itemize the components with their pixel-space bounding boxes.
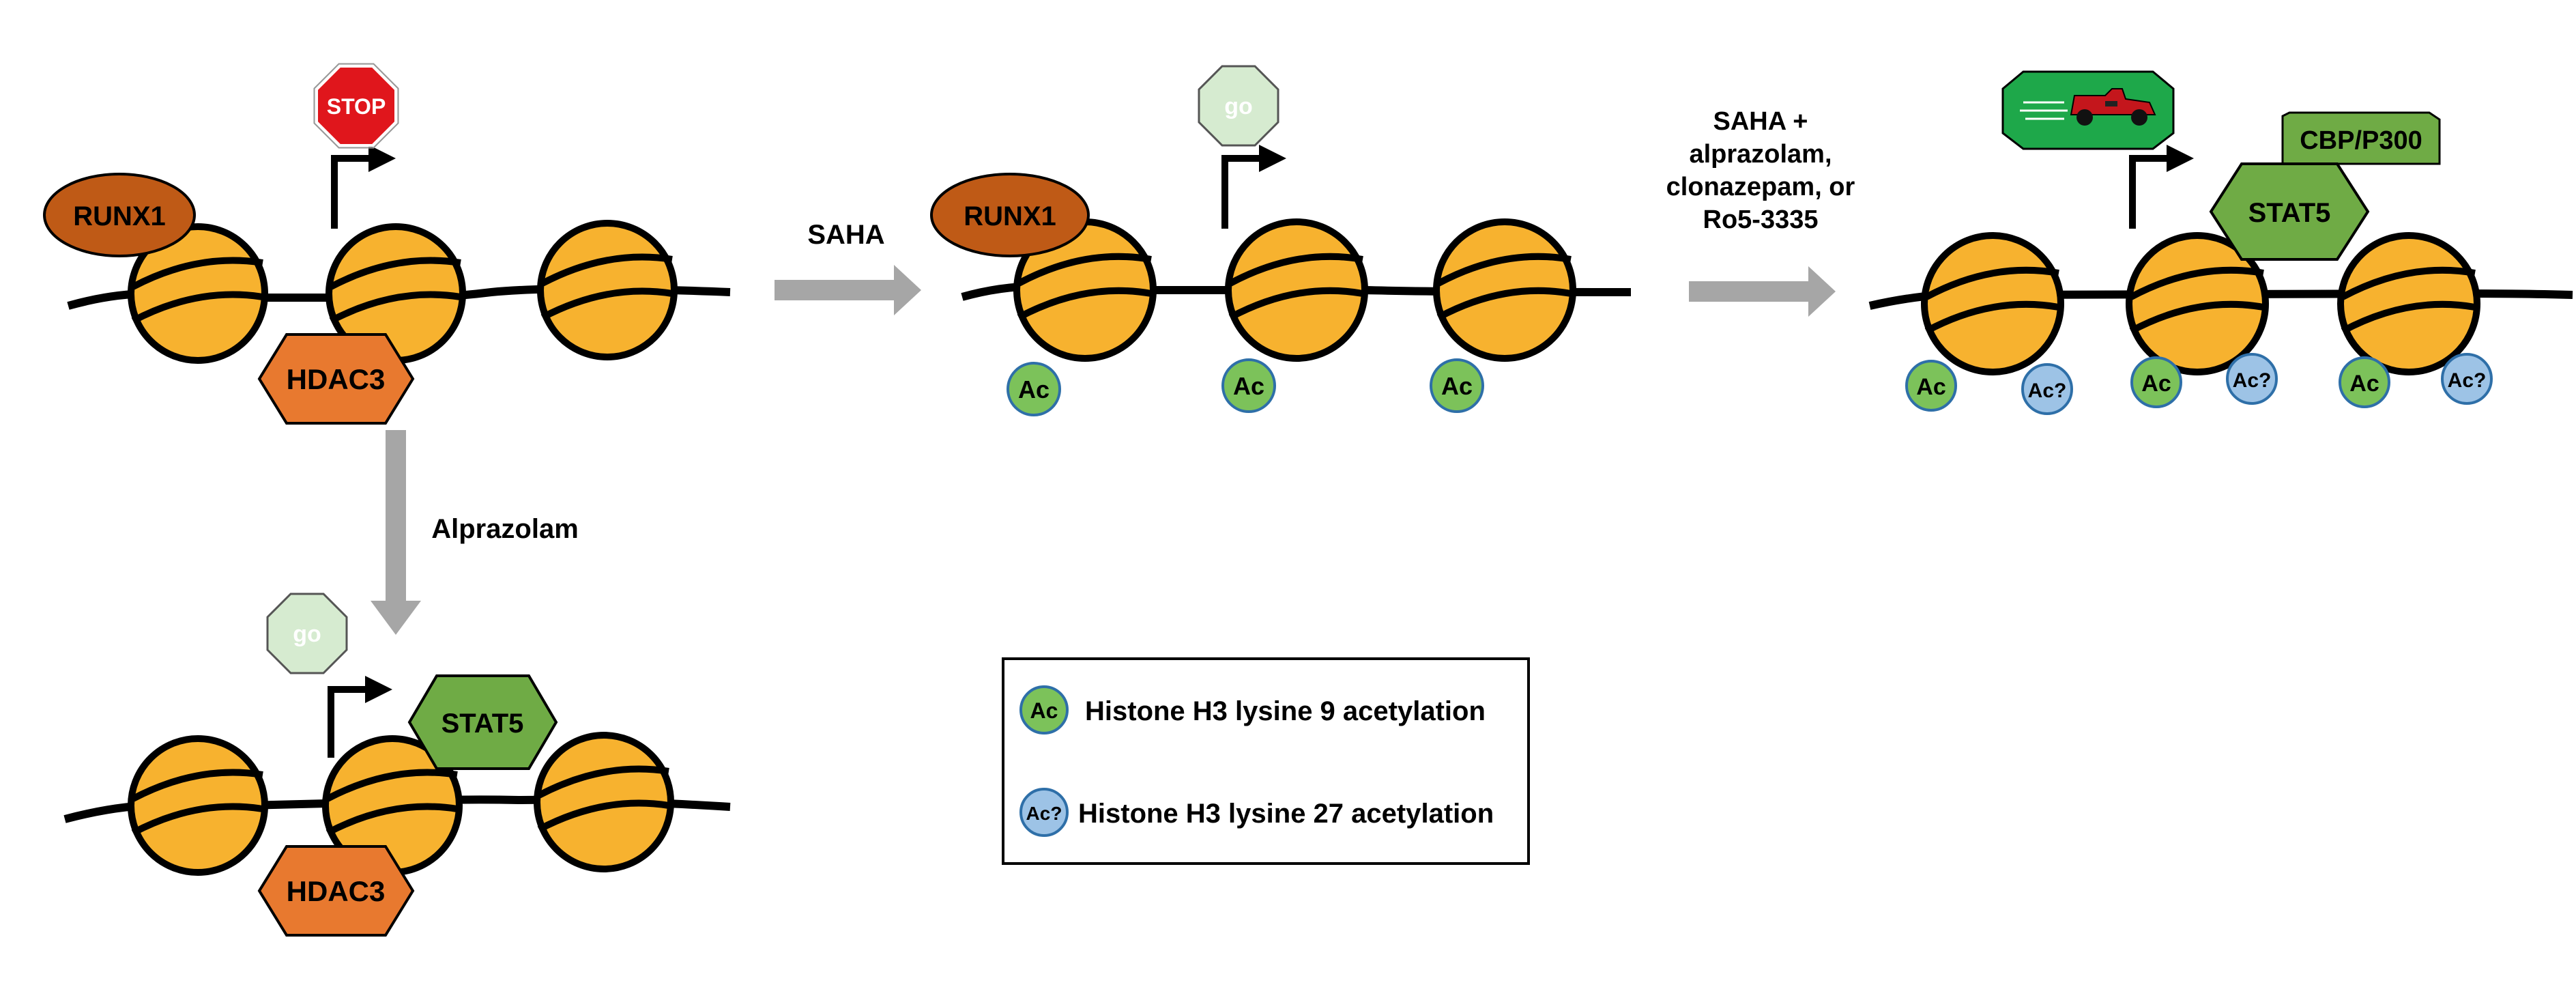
panel-combo: CBP/P300 STAT5 Ac Ac? Ac [1868, 70, 2573, 415]
panel-stop: RUNX1 HDAC3 STOP [43, 63, 731, 425]
legend-item-h3k27: Ac? Histone H3 lysine 27 acetylation [1019, 788, 1494, 837]
stop-label: STOP [327, 94, 386, 119]
svg-text:Ac: Ac [2349, 371, 2379, 397]
nucleosome [1433, 218, 1576, 362]
nucleosome [1921, 232, 2064, 375]
svg-text:Ac: Ac [1233, 372, 1264, 400]
legend-label-h3k27: Histone H3 lysine 27 acetylation [1078, 799, 1494, 829]
nucleosome [2337, 232, 2480, 375]
nucleosome [2126, 232, 2269, 375]
saha-label: SAHA [807, 220, 884, 250]
nucleosome [534, 732, 674, 872]
transcription-start-arrow-icon [2129, 145, 2194, 229]
nucleosome [128, 735, 268, 876]
svg-text:Ac?: Ac? [2028, 380, 2067, 402]
ac-mark-h3k9: Ac [2130, 356, 2182, 408]
svg-text:Ac: Ac [1916, 374, 1945, 400]
combo-label-line1: SAHA + [1713, 107, 1808, 136]
panel-saha: RUNX1 Ac Ac Ac go [930, 65, 1632, 416]
ac-mark-h3k9: Ac [2339, 356, 2390, 408]
go-sign-icon: go [266, 593, 348, 674]
svg-text:Ac: Ac [2141, 371, 2171, 397]
transcription-start-arrow-icon [331, 145, 396, 229]
svg-text:Ac?: Ac? [2448, 369, 2487, 392]
nucleosome [322, 735, 463, 876]
svg-text:Ac?: Ac? [2233, 369, 2272, 392]
nucleosome [128, 223, 268, 364]
ac-mark-h3k9: Ac [1007, 362, 1061, 416]
svg-text:Ac?: Ac? [1026, 803, 1062, 824]
stat5-protein: STAT5 [2209, 162, 2370, 261]
alprazolam-label: Alprazolam [431, 514, 579, 544]
saha-arrow: SAHA [775, 220, 921, 315]
runx1-label: RUNX1 [73, 201, 166, 231]
transcription-start-arrow-icon [1221, 145, 1286, 229]
runx1-protein: RUNX1 [43, 173, 196, 257]
combo-label-line4: Ro5-3335 [1703, 205, 1819, 234]
legend-label-h3k9: Histone H3 lysine 9 acetylation [1085, 696, 1486, 726]
go-label: go [1224, 94, 1253, 119]
combo-arrow: SAHA + alprazolam, clonazepam, or Ro5-33… [1666, 107, 1855, 317]
combo-label-line3: clonazepam, or [1666, 173, 1855, 201]
legend-item-h3k9: Ac Histone H3 lysine 9 acetylation [1019, 685, 1486, 735]
stop-sign-icon: STOP [313, 63, 399, 149]
go-sign-icon: go [1198, 65, 1279, 147]
go-label: go [293, 621, 321, 647]
ac-mark-h3k9: Ac [1221, 358, 1276, 413]
ac-mark-h3k9: Ac [1430, 358, 1484, 413]
hdac3-label: HDAC3 [287, 363, 386, 395]
legend-box [1002, 657, 1530, 865]
runx1-protein: RUNX1 [930, 173, 1090, 257]
svg-text:Ac: Ac [1018, 375, 1050, 403]
hdac3-protein: HDAC3 [257, 845, 415, 937]
ac-mark-h3k27: Ac? [2226, 353, 2278, 405]
ac-mark-h3k27: Ac? [2021, 363, 2073, 415]
cbp-p300-protein: CBP/P300 [2281, 111, 2441, 165]
stat5-label: STAT5 [442, 709, 524, 739]
combo-label-line2: alprazolam, [1689, 140, 1832, 169]
hdac3-label: HDAC3 [287, 875, 386, 907]
hdac3-protein: HDAC3 [257, 333, 415, 425]
svg-text:Ac: Ac [1441, 372, 1473, 400]
race-car-icon [2001, 70, 2175, 150]
runx1-label: RUNX1 [964, 201, 1056, 231]
svg-text:Ac: Ac [1030, 698, 1058, 723]
nucleosome [1225, 218, 1368, 362]
ac-mark-h3k27: Ac? [2441, 353, 2493, 405]
transcription-start-arrow-icon [328, 676, 392, 758]
panel-alprazolam: STAT5 HDAC3 go [63, 593, 731, 937]
alprazolam-arrow: Alprazolam [371, 430, 579, 635]
stat5-protein: STAT5 [407, 674, 558, 770]
ac-mark-h3k9: Ac [1905, 360, 1957, 412]
legend: Ac Histone H3 lysine 9 acetylation Ac? H… [1002, 657, 1530, 865]
nucleosome [537, 220, 678, 360]
cbp-label: CBP/P300 [2300, 126, 2422, 155]
stat5-label: STAT5 [2248, 198, 2331, 228]
